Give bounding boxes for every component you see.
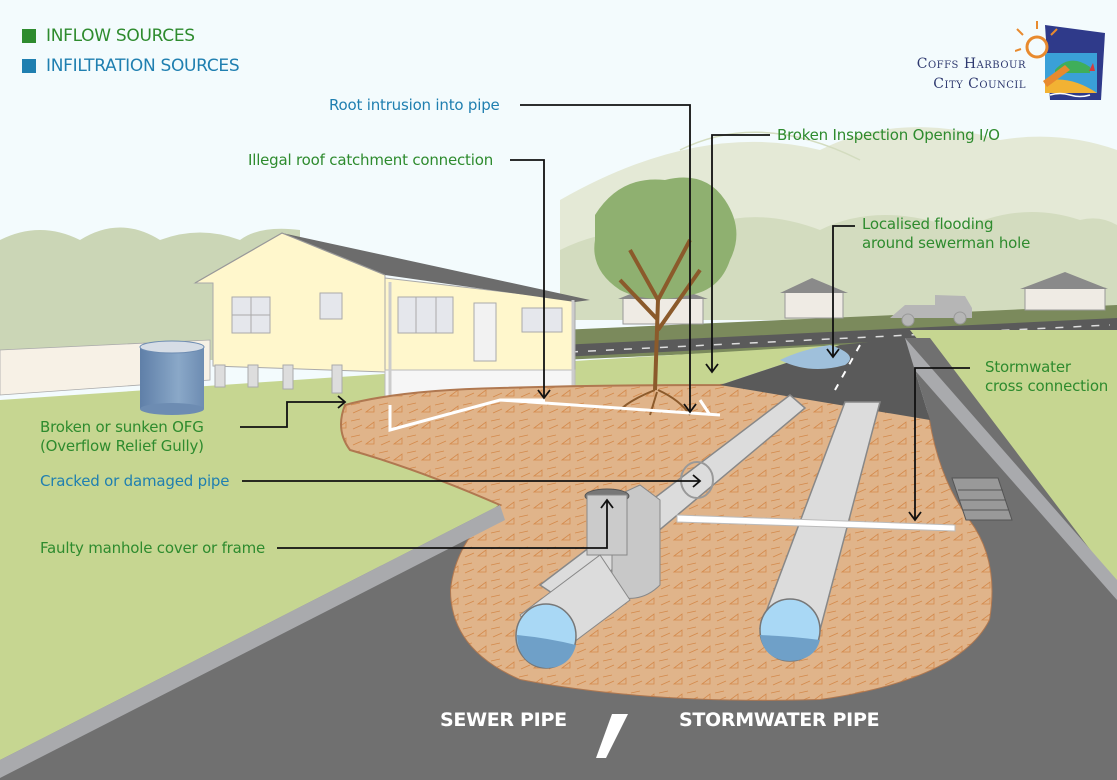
road: [0, 338, 1117, 780]
stormwater-grate: [951, 477, 1013, 521]
logo-line-2: City Council: [933, 76, 1026, 92]
property-drains: [388, 398, 721, 432]
leader-stormwater-cross: [914, 367, 970, 520]
leader-flooding-arrow: [826, 348, 840, 359]
legend-infiltration: INFILTRATION SOURCES: [22, 56, 240, 76]
logo-text: Coffs Harbour City Council: [880, 54, 1026, 94]
callout-localised-flooding-line1: Localised flooding: [862, 215, 994, 233]
infiltration-swatch-icon: [22, 59, 36, 73]
callout-leaders: [240, 104, 970, 549]
leader-ofg: [240, 401, 345, 428]
leader-ofg-arrow: [337, 395, 347, 409]
leader-illegal-roof-arrow: [537, 389, 551, 400]
legend-inflow: INFLOW SOURCES: [22, 26, 195, 46]
inflow-swatch-icon: [22, 29, 36, 43]
logo-emblem-icon: [1015, 21, 1105, 100]
house: [193, 232, 590, 405]
legend-infiltration-label: INFILTRATION SOURCES: [46, 56, 240, 76]
leader-stormwater-arrow: [908, 511, 922, 522]
callout-localised-flooding-line2: around sewerman hole: [862, 234, 1031, 252]
sewer-pipe-title: SEWER PIPE: [440, 709, 567, 731]
road-marking: [596, 714, 628, 758]
logo-line-1: Coffs Harbour: [916, 56, 1026, 72]
leader-illegal-roof: [510, 159, 545, 398]
leader-flooding: [832, 225, 855, 357]
front-lawn: [0, 345, 840, 760]
callout-broken-ofg: Broken or sunken OFG (Overflow Relief Gu…: [40, 418, 204, 456]
stormwater-pipe: [676, 401, 956, 662]
callout-localised-flooding: Localised flooding around sewerman hole: [862, 215, 1030, 253]
distant-road: [560, 305, 1117, 360]
callout-stormwater-cross-connection: Stormwater cross connection: [985, 358, 1108, 396]
leader-broken-io: [711, 134, 770, 372]
leader-cracked-arrow: [692, 474, 702, 488]
legend-inflow-label: INFLOW SOURCES: [46, 26, 195, 46]
tree: [594, 177, 737, 416]
callout-stormwater-line1: Stormwater: [985, 358, 1071, 376]
callout-ofg-line1: Broken or sunken OFG: [40, 418, 204, 436]
callout-ofg-line2: (Overflow Relief Gully): [40, 437, 204, 455]
ute-icon: [890, 295, 972, 318]
callout-illegal-roof-connection: Illegal roof catchment connection: [248, 151, 493, 169]
leader-root-intrusion: [520, 104, 691, 412]
water-tank: [139, 340, 205, 415]
callout-cracked-pipe: Cracked or damaged pipe: [40, 472, 230, 490]
callout-stormwater-line2: cross connection: [985, 377, 1109, 395]
leader-broken-io-arrow: [705, 363, 719, 374]
callout-broken-inspection-opening: Broken Inspection Opening I/O: [777, 126, 1000, 144]
leader-manhole-arrow: [600, 498, 614, 509]
sewer-pipe: [515, 394, 807, 669]
leader-faulty-manhole: [277, 500, 608, 549]
callout-faulty-manhole: Faulty manhole cover or frame: [40, 539, 266, 557]
leader-root-arrow: [683, 403, 697, 414]
callout-root-intrusion: Root intrusion into pipe: [329, 96, 500, 114]
stormwater-pipe-title: STORMWATER PIPE: [679, 709, 880, 731]
